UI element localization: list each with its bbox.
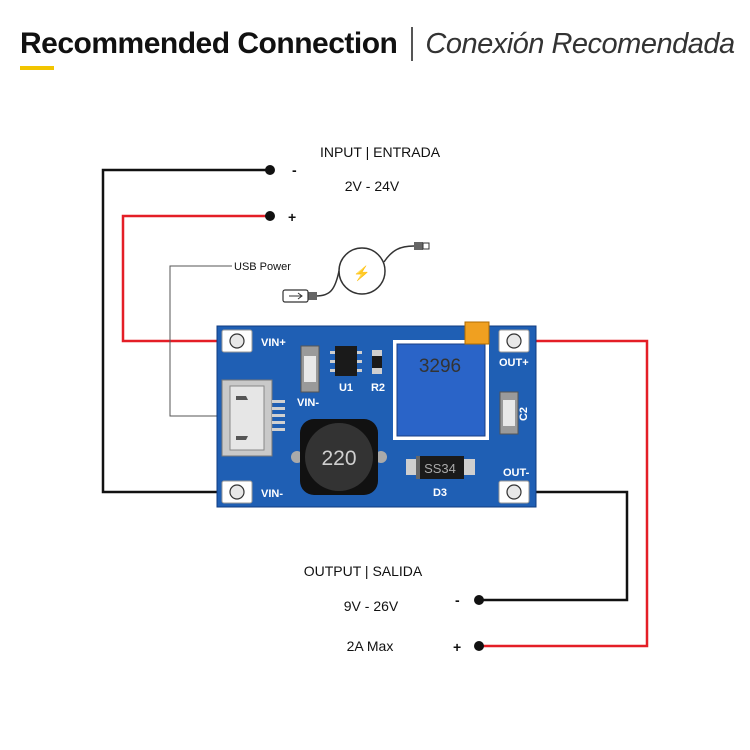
page-title: Recommended Connection	[20, 27, 398, 60]
terminal-vin-plus	[221, 329, 253, 353]
output-minus-sign: -	[455, 592, 460, 608]
usb-leader-line	[169, 265, 232, 417]
usb-cable: USB Power ⚡	[234, 242, 430, 303]
input-minus-sign: -	[292, 162, 297, 178]
label-vin-plus: VIN+	[261, 337, 286, 349]
label-out-plus: OUT+	[499, 357, 529, 369]
header: Recommended Connection Conexión Recomend…	[20, 22, 735, 66]
capacitor-c2	[499, 391, 519, 435]
label-u1: U1	[339, 382, 353, 394]
micro-usb-port	[221, 379, 285, 457]
terminal-out-plus	[498, 329, 530, 353]
chip-u1	[330, 346, 362, 376]
resistor-r2	[372, 350, 382, 374]
label-r2: R2	[371, 382, 385, 394]
label-vin-minus-top: VIN-	[297, 397, 319, 409]
title-accent-bar	[20, 66, 54, 70]
label-out-minus: OUT-	[503, 467, 530, 479]
terminal-out-minus	[498, 480, 530, 504]
output-voltage: 9V - 26V	[344, 598, 399, 614]
input-plus-sign: +	[288, 209, 296, 225]
input-heading: INPUT | ENTRADA	[320, 144, 441, 160]
page-subtitle: Conexión Recomendada	[425, 27, 735, 60]
input-voltage: 2V - 24V	[345, 178, 400, 194]
diode-ss34: SS34	[406, 456, 475, 479]
input-negative-wire	[101, 165, 275, 494]
micro-usb-plug-icon	[414, 242, 423, 250]
output-current: 2A Max	[347, 638, 394, 654]
input-positive-wire	[121, 211, 275, 343]
usb-plug-strain	[308, 292, 317, 300]
title-divider	[411, 27, 414, 61]
label-d3: D3	[433, 487, 447, 499]
output-heading: OUTPUT | SALIDA	[304, 563, 423, 579]
output-negative-wire	[474, 490, 629, 605]
terminal-vin-minus	[221, 480, 253, 504]
output-positive-wire	[474, 339, 649, 651]
inductor-220: 220	[291, 419, 387, 495]
output-plus-sign: +	[453, 639, 461, 655]
capacitor-input	[300, 345, 320, 393]
boost-converter-board: VIN+ VIN- VIN- OUT+ OUT-	[216, 321, 537, 508]
label-vin-minus: VIN-	[261, 488, 283, 500]
charge-bolt-icon: ⚡	[353, 265, 370, 282]
label-c2: C2	[518, 407, 530, 421]
usb-power-label: USB Power	[234, 261, 291, 273]
potentiometer-3296: 3296	[393, 321, 490, 440]
label-pot-3296: 3296	[419, 356, 461, 377]
label-diode-ss34: SS34	[424, 461, 456, 476]
label-inductor-220: 220	[321, 447, 356, 470]
